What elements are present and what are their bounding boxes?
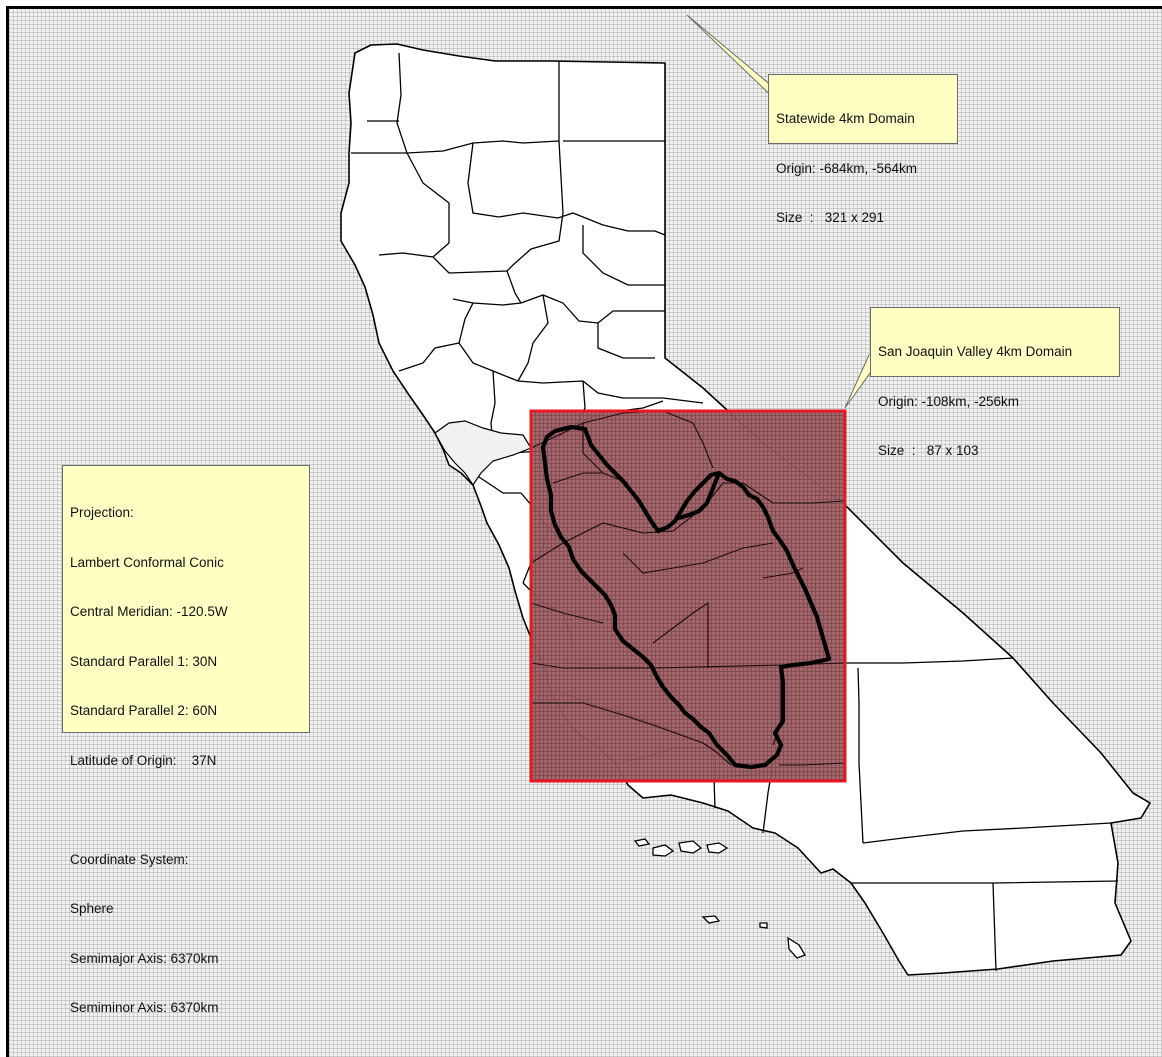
sjv-domain-size: Size : 87 x 103 <box>878 443 979 458</box>
sjv-domain-outline <box>529 409 847 783</box>
projection-line: Semiminor Axis: 6370km <box>70 1000 219 1015</box>
sjv-domain-origin: Origin: -108km, -256km <box>878 393 1020 409</box>
california-map <box>340 14 1151 976</box>
projection-line: Projection: <box>70 505 134 520</box>
projection-line: Semimajor Axis: 6370km <box>70 950 219 966</box>
statewide-domain-title: Statewide 4km Domain <box>776 111 915 126</box>
bay-area <box>434 420 532 487</box>
sjv-domain-title: San Joaquin Valley 4km Domain <box>878 344 1073 359</box>
statewide-domain-callout: Statewide 4km Domain Origin: -684km, -56… <box>768 74 958 225</box>
statewide-domain-size: Size : 321 x 291 <box>776 210 885 225</box>
projection-line: Standard Parallel 1: 30N <box>70 653 218 669</box>
sjv-domain-fill <box>531 411 845 781</box>
statewide-domain-origin: Origin: -684km, -564km <box>776 160 918 176</box>
projection-line: Coordinate System: <box>70 851 189 867</box>
projection-line: Sphere <box>70 901 114 916</box>
projection-line: Standard Parallel 2: 60N <box>70 703 218 718</box>
projection-line: Central Meridian: -120.5W <box>70 604 228 619</box>
statewide-domain-grid <box>6 6 1162 1057</box>
projection-line: Lambert Conformal Conic <box>70 554 224 570</box>
projection-line <box>70 802 302 819</box>
sjv-domain-callout: San Joaquin Valley 4km Domain Origin: -1… <box>870 307 1120 458</box>
projection-info-box: Projection: Lambert Conformal Conic Cent… <box>62 465 310 1015</box>
channel-islands <box>633 838 806 959</box>
sjv-air-basin-boundary <box>540 424 832 770</box>
projection-line: Latitude of Origin: 37N <box>70 752 217 768</box>
